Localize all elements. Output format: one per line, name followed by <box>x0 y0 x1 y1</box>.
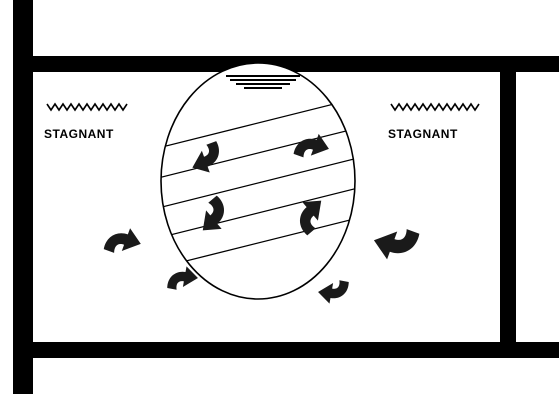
stagnant-label-right: STAGNANT <box>388 127 458 141</box>
curved-arrow-icon <box>103 222 144 260</box>
flow-zone <box>150 63 370 299</box>
curved-arrow-icon <box>316 277 349 306</box>
bottom-wall <box>13 342 559 358</box>
wave-icon <box>391 104 479 110</box>
stagnant-label-left: STAGNANT <box>44 127 114 141</box>
right-partition <box>500 56 516 358</box>
curved-arrow-icon <box>369 220 419 267</box>
wave-icon <box>47 104 127 110</box>
